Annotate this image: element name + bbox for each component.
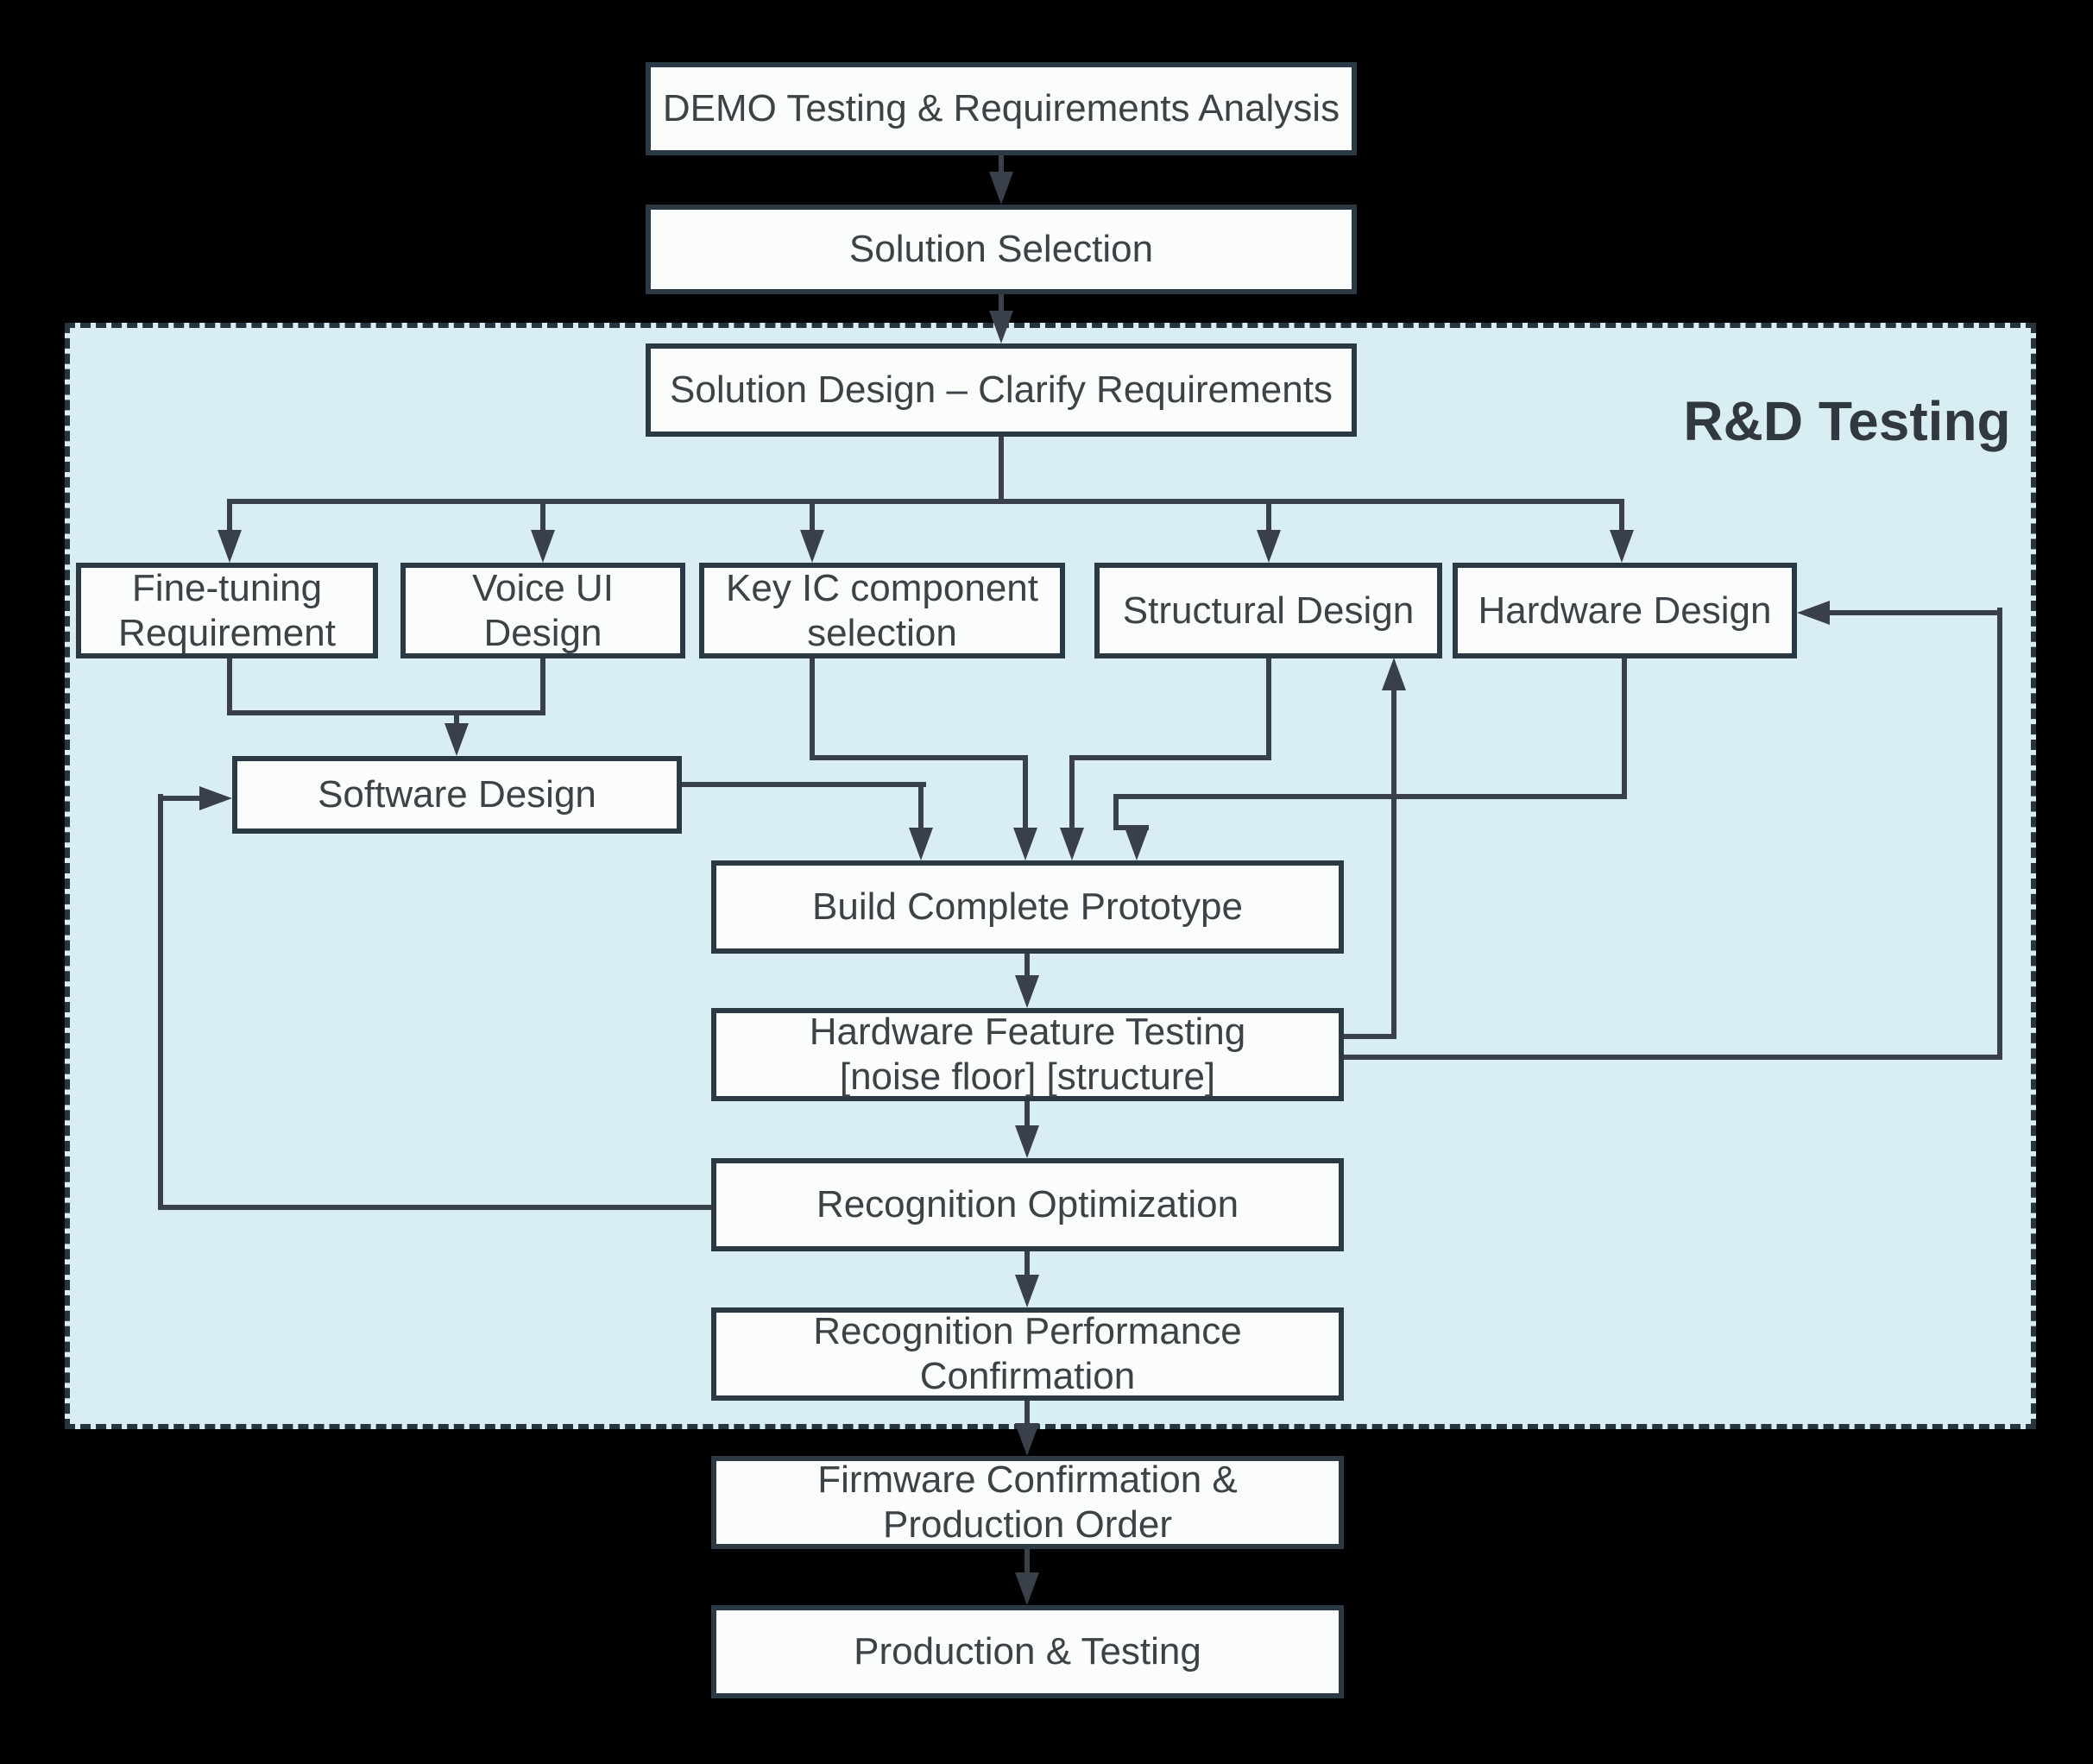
connector-segment: [999, 294, 1004, 313]
connector-segment: [1825, 610, 2002, 615]
arrowhead-right-icon: [199, 786, 232, 810]
node-recognition-optimization: Recognition Optimization: [711, 1158, 1344, 1251]
connector-segment: [227, 658, 232, 715]
node-structural-design: Structural Design: [1094, 563, 1442, 658]
connector-segment: [1024, 1401, 1030, 1425]
node-key-ic-selection: Key IC component selection: [699, 563, 1065, 658]
connector-segment: [810, 658, 815, 760]
connector-segment: [1023, 755, 1028, 829]
arrowhead-down-icon: [909, 828, 933, 860]
node-build-prototype: Build Complete Prototype: [711, 860, 1344, 954]
node-label: Recognition Performance: [813, 1310, 1242, 1352]
connector-segment: [810, 499, 815, 532]
node-software-design: Software Design: [232, 756, 682, 834]
arrowhead-down-icon: [1013, 828, 1037, 860]
node-label: Hardware Design: [1478, 589, 1772, 632]
node-label: Hardware Feature Testing: [809, 1011, 1246, 1053]
connector-segment: [1391, 687, 1396, 1039]
arrowhead-down-icon: [1015, 1572, 1039, 1605]
connector-segment: [1024, 954, 1030, 977]
node-label: Production & Testing: [854, 1630, 1201, 1673]
arrowhead-down-icon: [1015, 1423, 1039, 1456]
connector-segment: [1266, 658, 1271, 760]
connector-segment: [1619, 499, 1624, 532]
arrowhead-down-icon: [1125, 828, 1149, 860]
node-label: selection: [807, 611, 957, 654]
connector-segment: [227, 499, 1624, 504]
connector-segment: [1997, 608, 2002, 1060]
connector-segment: [1024, 1101, 1030, 1127]
connector-segment: [1069, 755, 1075, 829]
arrowhead-down-icon: [1015, 1125, 1039, 1158]
connector-segment: [158, 796, 206, 801]
node-production-testing: Production & Testing: [711, 1605, 1344, 1698]
arrowhead-down-icon: [217, 530, 242, 563]
connector-segment: [999, 155, 1004, 174]
connector-segment: [540, 658, 545, 715]
arrowhead-down-icon: [989, 311, 1013, 343]
node-label: Fine-tuning: [131, 566, 323, 609]
arrowhead-down-icon: [1015, 975, 1039, 1008]
node-label: Production Order: [882, 1503, 1173, 1546]
node-label: Key IC component: [726, 566, 1038, 609]
arrowhead-down-icon: [1060, 828, 1084, 860]
node-voice-ui-design: Voice UI Design: [400, 563, 685, 658]
arrowhead-down-icon: [444, 723, 469, 756]
arrowhead-down-icon: [1257, 530, 1281, 563]
node-solution-design: Solution Design – Clarify Requirements: [646, 343, 1357, 437]
connector-segment: [227, 499, 232, 532]
node-label: Design: [483, 611, 602, 654]
node-label: Solution Design – Clarify Requirements: [670, 369, 1333, 411]
connector-segment: [1069, 755, 1271, 760]
node-label: Voice UI: [472, 566, 614, 609]
arrowhead-down-icon: [989, 172, 1013, 205]
connector-segment: [1113, 794, 1627, 799]
connector-segment: [158, 794, 163, 1210]
connector-segment: [999, 437, 1004, 502]
node-label: Requirement: [118, 611, 336, 654]
node-label: Structural Design: [1122, 589, 1415, 632]
connector-segment: [158, 1205, 713, 1210]
node-hardware-feature-testing: Hardware Feature Testing [noise floor] […: [711, 1008, 1344, 1101]
arrowhead-down-icon: [800, 530, 824, 563]
arrowhead-left-icon: [1797, 601, 1830, 625]
region-title: R&D Testing: [1683, 390, 2011, 452]
node-label: Software Design: [318, 773, 596, 816]
node-recognition-performance-confirmation: Recognition Performance Confirmation: [711, 1307, 1344, 1401]
connector-segment: [1113, 794, 1119, 830]
node-label: [noise floor] [structure]: [839, 1055, 1216, 1098]
node-firmware-confirmation: Firmware Confirmation & Production Order: [711, 1456, 1344, 1549]
node-label: Build Complete Prototype: [812, 885, 1243, 928]
connector-segment: [227, 710, 545, 715]
connector-segment: [1622, 658, 1627, 799]
arrowhead-down-icon: [1015, 1275, 1039, 1307]
node-label: Solution Selection: [848, 228, 1154, 270]
arrowhead-down-icon: [1610, 530, 1634, 563]
connector-segment: [1344, 1055, 2002, 1060]
connector-segment: [1024, 1549, 1030, 1574]
node-demo-testing: DEMO Testing & Requirements Analysis: [646, 62, 1357, 155]
connector-segment: [1024, 1251, 1030, 1276]
node-label: Recognition Optimization: [816, 1183, 1239, 1225]
node-label: Firmware Confirmation &: [817, 1458, 1238, 1501]
arrowhead-up-icon: [1382, 658, 1406, 690]
node-fine-tuning-requirement: Fine-tuning Requirement: [76, 563, 378, 658]
node-hardware-design: Hardware Design: [1453, 563, 1797, 658]
connector-segment: [810, 755, 1028, 760]
connector-segment: [682, 782, 926, 787]
arrowhead-down-icon: [531, 530, 555, 563]
connector-segment: [1266, 499, 1271, 532]
node-solution-selection: Solution Selection: [646, 205, 1357, 294]
node-label: DEMO Testing & Requirements Analysis: [662, 87, 1340, 129]
node-label: Confirmation: [919, 1355, 1136, 1397]
connector-segment: [540, 499, 545, 532]
connector-segment: [454, 710, 459, 725]
connector-segment: [918, 782, 924, 829]
connector-segment: [1344, 1034, 1396, 1039]
